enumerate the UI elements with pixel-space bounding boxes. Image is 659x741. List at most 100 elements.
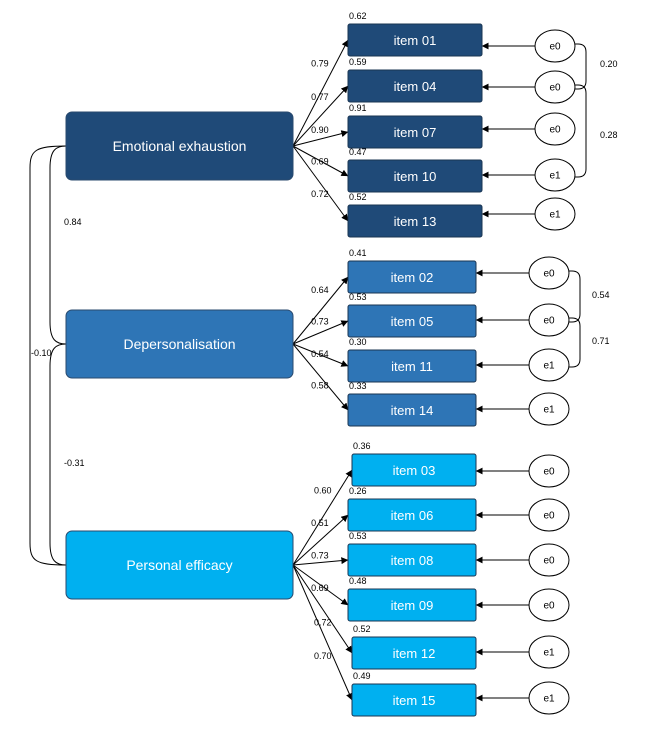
- r2-value-item-03: 0.36: [353, 441, 371, 451]
- error-term-item-01: [534, 29, 576, 63]
- item-label-item-12: item 12: [393, 646, 436, 661]
- item-label-item-06: item 06: [391, 508, 434, 523]
- r2-value-item-12: 0.52: [353, 624, 371, 634]
- error-label-item-12: e1: [543, 648, 555, 659]
- error-term-item-05: [528, 303, 570, 337]
- loading-arrow-item-12: [292, 564, 353, 654]
- loading-value-item-12: 0.72: [314, 617, 332, 627]
- loading-arrow-item-02: [292, 276, 349, 345]
- factor-box-personal-efficacy: [65, 530, 294, 600]
- error-label-item-08: e0: [543, 556, 555, 567]
- error-covariance-value-item-01-item-04: 0.20: [600, 59, 618, 69]
- item-label-item-10: item 10: [394, 169, 437, 184]
- error-label-item-03: e0: [543, 467, 555, 478]
- r2-value-item-14: 0.33: [349, 381, 367, 391]
- r2-value-item-09: 0.48: [349, 576, 367, 586]
- error-term-item-15: [528, 681, 570, 715]
- loading-value-item-08: 0.73: [311, 550, 329, 560]
- item-label-item-11: item 11: [391, 359, 433, 374]
- r2-value-item-15: 0.49: [353, 671, 371, 681]
- error-covariance-item-01-item-04: [561, 43, 587, 90]
- loading-value-item-04: 0.77: [311, 92, 329, 102]
- r2-value-item-04: 0.59: [349, 57, 367, 67]
- item-label-item-03: item 03: [393, 463, 436, 478]
- error-covariance-value-item-04-item-10: 0.28: [600, 130, 618, 140]
- loading-arrow-item-09: [292, 564, 349, 606]
- loading-value-item-05: 0.73: [311, 316, 329, 326]
- r2-value-item-06: 0.26: [349, 486, 367, 496]
- loading-arrow-item-05: [292, 320, 349, 345]
- error-covariance-item-02-item-05: [555, 270, 581, 323]
- error-label-item-15: e1: [543, 694, 555, 705]
- error-covariance-item-04-item-10: [561, 84, 587, 178]
- error-label-item-04: e0: [549, 83, 561, 94]
- loading-arrow-item-06: [292, 514, 349, 566]
- factor-label-depersonalisation: Depersonalisation: [123, 336, 235, 352]
- error-label-item-05: e0: [543, 316, 555, 327]
- r2-value-item-01: 0.62: [349, 11, 367, 21]
- loading-value-item-10: 0.69: [311, 157, 329, 167]
- r2-value-item-11: 0.30: [349, 337, 367, 347]
- error-covariance-item-05-item-11: [555, 317, 581, 368]
- item-label-item-14: item 14: [391, 403, 434, 418]
- factor-box-emotional-exhaustion: [65, 111, 294, 181]
- error-term-item-12: [528, 635, 570, 669]
- item-label-item-04: item 04: [394, 79, 437, 94]
- error-term-item-14: [528, 392, 570, 426]
- loading-value-item-14: 0.58: [311, 381, 329, 391]
- error-term-item-13: [534, 197, 576, 231]
- loading-arrow-item-14: [292, 343, 349, 411]
- item-box-item-11: [347, 349, 477, 383]
- item-label-item-07: item 07: [394, 125, 437, 140]
- error-covariance-value-item-02-item-05: 0.54: [592, 290, 610, 300]
- error-term-item-11: [528, 348, 570, 382]
- item-box-item-03: [351, 453, 477, 487]
- error-covariance-value-item-05-item-11: 0.71: [592, 336, 610, 346]
- error-label-item-09: e0: [543, 601, 555, 612]
- factor-covariance-value-dp-pe: -0.31: [64, 458, 85, 468]
- factor-covariance-dp-pe: [49, 343, 67, 566]
- loading-value-item-01: 0.79: [311, 59, 329, 69]
- loading-arrow-item-04: [292, 85, 349, 147]
- item-box-item-01: [347, 23, 483, 57]
- item-box-item-12: [351, 636, 477, 670]
- loading-value-item-09: 0.69: [311, 583, 329, 593]
- item-label-item-01: item 01: [394, 33, 437, 48]
- error-label-item-13: e1: [549, 210, 561, 221]
- r2-value-item-10: 0.47: [349, 147, 367, 157]
- item-box-item-10: [347, 159, 483, 193]
- item-box-item-04: [347, 69, 483, 103]
- item-box-item-06: [347, 498, 477, 532]
- item-box-item-08: [347, 543, 477, 577]
- loading-value-item-03: 0.60: [314, 486, 332, 496]
- loading-value-item-02: 0.64: [311, 285, 329, 295]
- r2-value-item-07: 0.91: [349, 103, 367, 113]
- error-term-item-06: [528, 498, 570, 532]
- error-label-item-11: e1: [543, 361, 555, 372]
- item-box-item-07: [347, 115, 483, 149]
- item-label-item-05: item 05: [391, 314, 434, 329]
- item-box-item-02: [347, 260, 477, 294]
- loading-value-item-06: 0.51: [311, 518, 329, 528]
- loading-arrow-item-13: [292, 145, 349, 222]
- factor-label-personal-efficacy: Personal efficacy: [126, 557, 232, 573]
- factor-covariance-value-ee-pe: -0.10: [31, 348, 52, 358]
- error-term-item-04: [534, 70, 576, 104]
- error-label-item-02: e0: [543, 269, 555, 280]
- item-box-item-05: [347, 304, 477, 338]
- loading-value-item-15: 0.70: [314, 651, 332, 661]
- item-label-item-09: item 09: [391, 598, 434, 613]
- factor-box-depersonalisation: [65, 309, 294, 379]
- loading-arrow-item-11: [292, 343, 349, 367]
- item-box-item-13: [347, 204, 483, 238]
- loading-arrow-item-15: [292, 564, 353, 701]
- loading-arrow-item-08: [292, 557, 349, 566]
- loading-value-item-11: 0.54: [311, 349, 329, 359]
- r2-value-item-02: 0.41: [349, 248, 367, 258]
- loading-arrow-item-07: [292, 130, 349, 147]
- error-label-item-14: e1: [543, 405, 555, 416]
- error-term-item-02: [528, 256, 570, 290]
- item-label-item-02: item 02: [391, 270, 434, 285]
